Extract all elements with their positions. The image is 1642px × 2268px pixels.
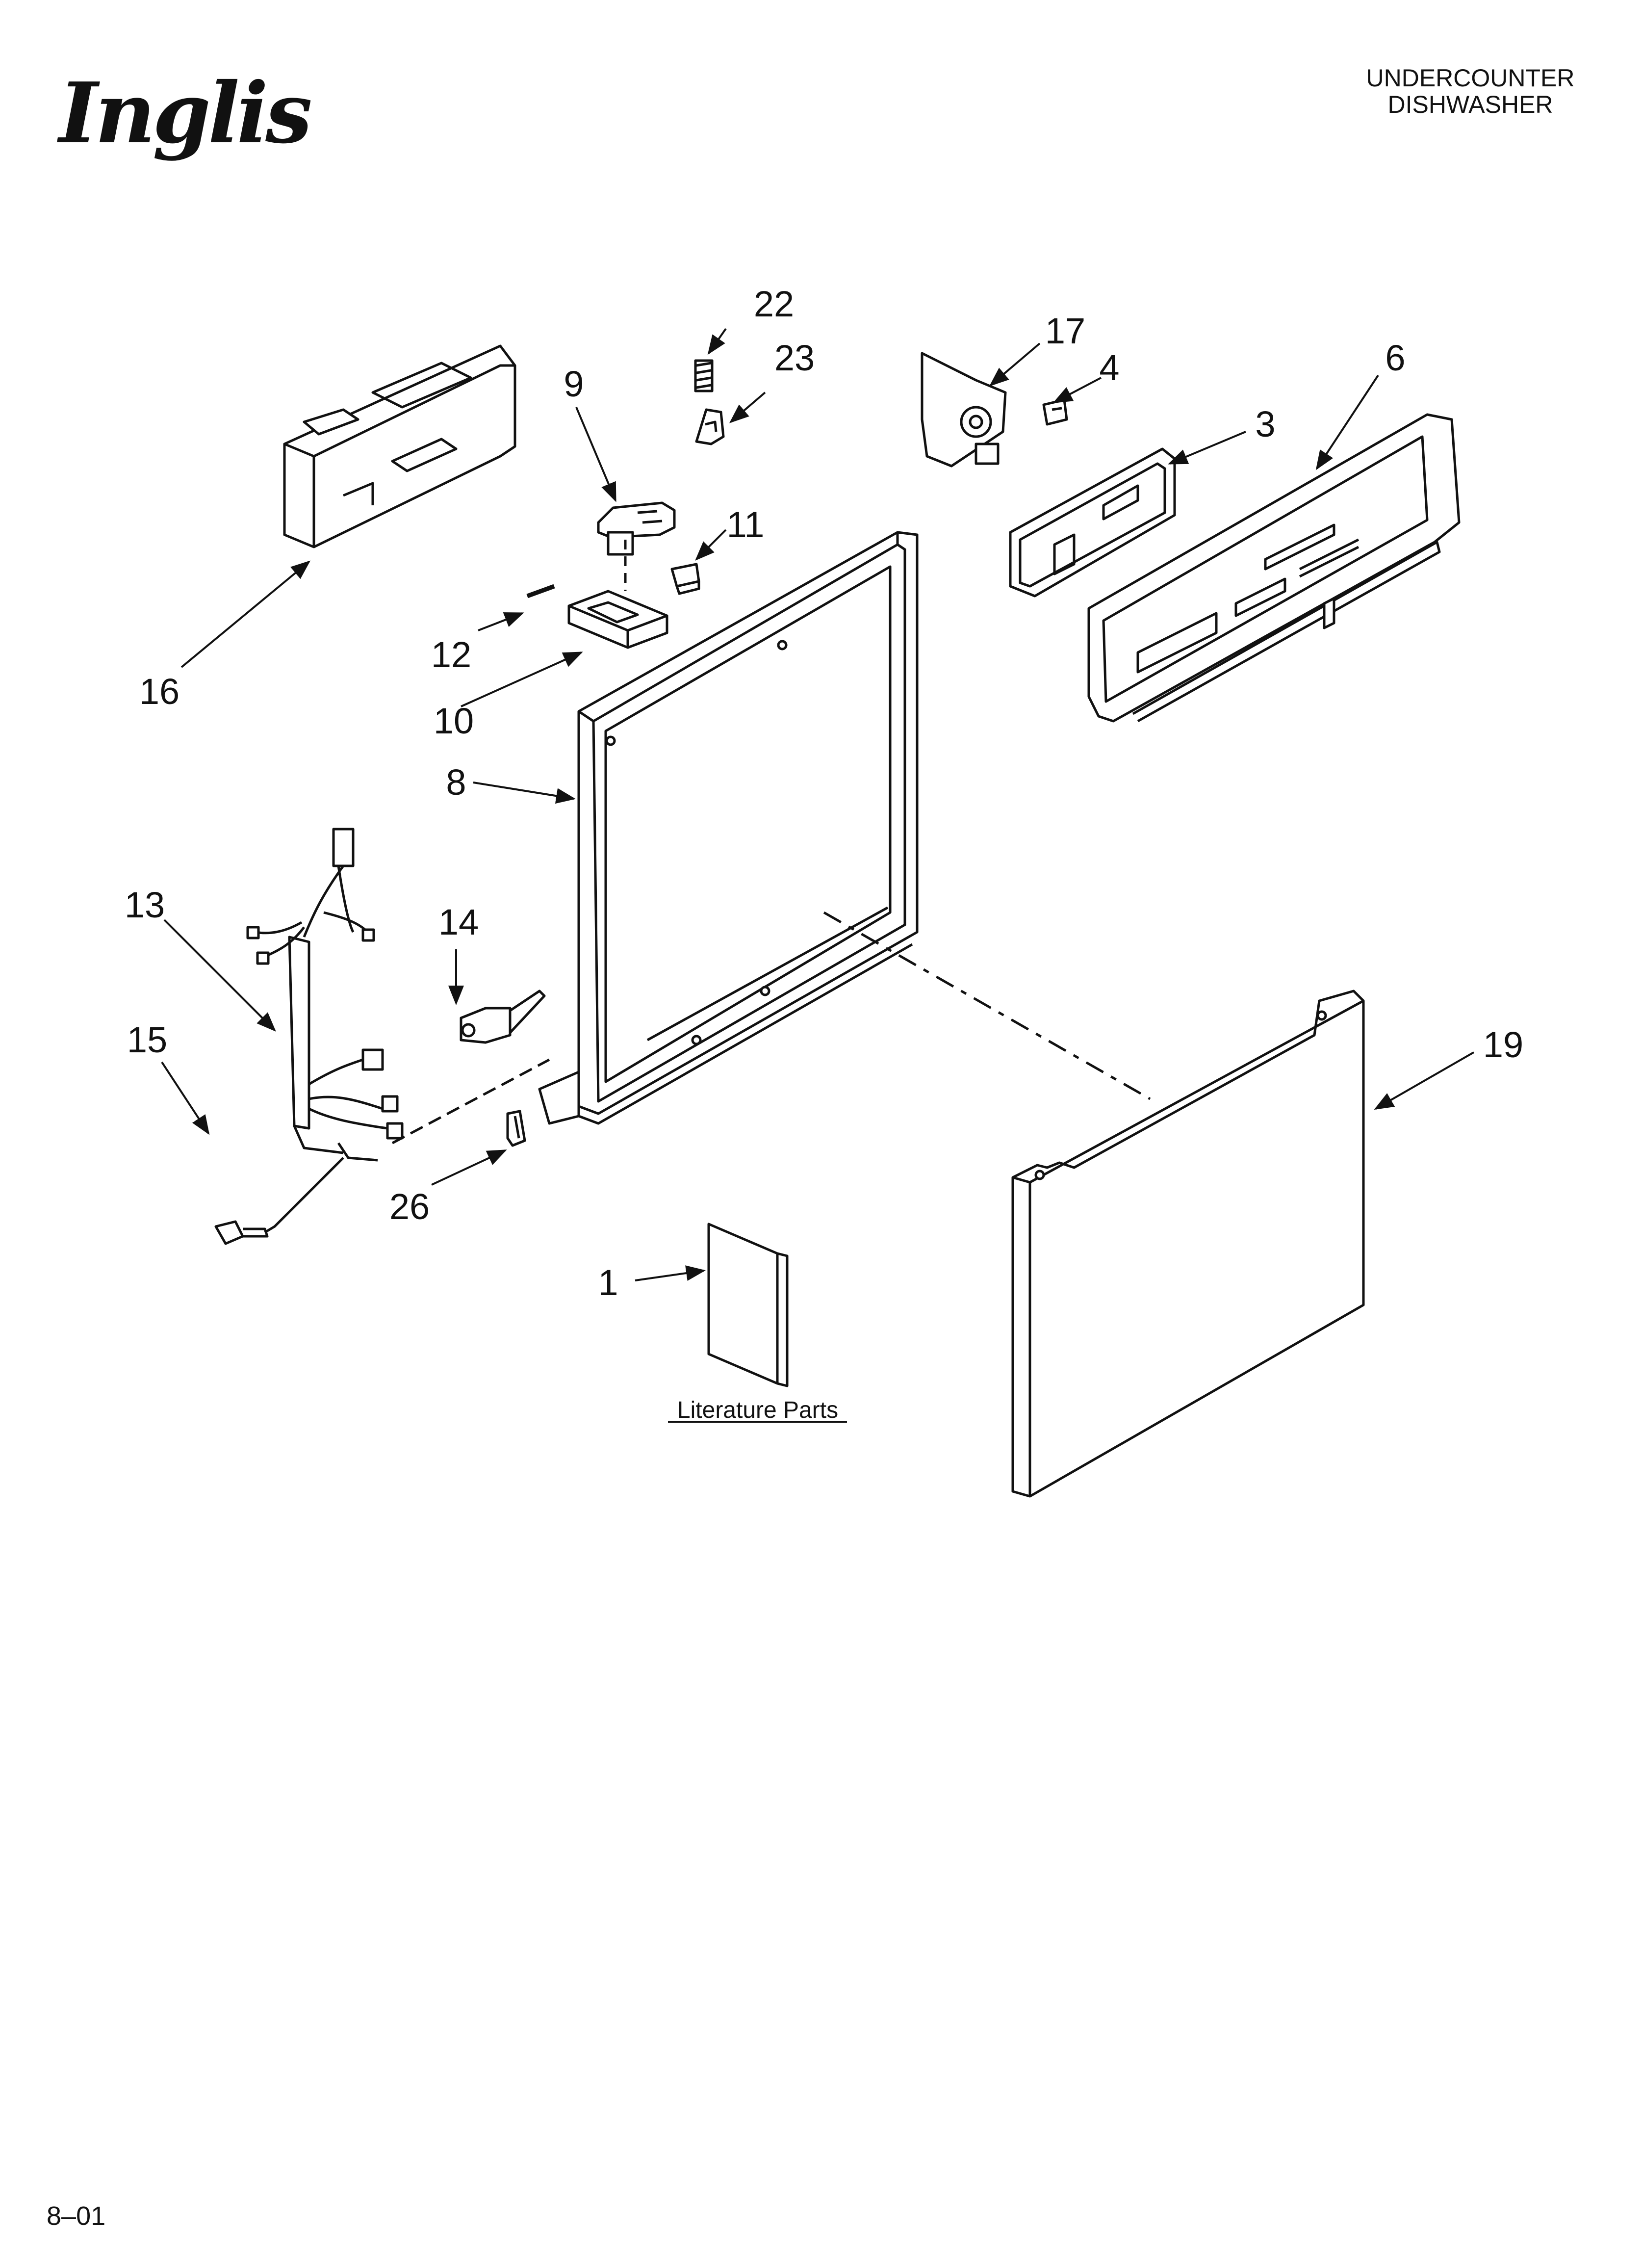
callout-11: 11 [727,504,765,545]
part-14-sensor [460,990,546,1044]
literature-label: Literature Parts [677,1397,838,1423]
callout-1: 1 [598,1262,618,1303]
part-10-housing [567,540,668,649]
part-3-control-module [1009,447,1176,598]
callout-4: 4 [1099,347,1119,388]
part-17-selector [921,352,1007,468]
callout-13: 13 [125,885,165,925]
part-13-wiring-harness [246,828,550,1162]
callout-6: 6 [1385,338,1405,378]
part-12-pin [526,584,555,599]
callout-26: 26 [389,1186,430,1227]
callout-10: 10 [434,701,474,741]
callout-23: 23 [774,338,815,378]
doc-title-line-1: UNDERCOUNTER [1366,64,1575,92]
part-15-screw [214,1157,344,1245]
part-4-clip [1042,398,1068,426]
part-9-latch [597,501,676,556]
part-23-clip [695,408,725,445]
part-6-console [1087,413,1461,723]
callout-8: 8 [446,762,466,803]
callout-15: 15 [127,1019,167,1060]
part-22-spring [694,359,714,392]
callout-17: 17 [1045,311,1085,351]
part-1-literature [707,1223,789,1387]
callout-9: 9 [564,364,584,404]
part-19-door-panel [823,911,1365,1498]
footer-code: 8–01 [47,2201,105,2231]
callout-12: 12 [431,634,471,675]
part-8-door-frame [538,531,919,1125]
leader-lines [161,328,1474,1281]
callout-14: 14 [438,902,479,942]
callout-22: 22 [754,284,794,324]
callout-16: 16 [139,671,180,712]
callout-19: 19 [1483,1024,1523,1065]
doc-title-line-2: DISHWASHER [1387,91,1553,118]
brand-logo: Inglis [57,64,311,162]
part-11-switch [670,563,700,595]
part-16-cover [283,344,516,548]
callout-3: 3 [1255,404,1275,444]
callout-numbers: 22 23 9 11 12 10 16 17 4 6 3 8 13 14 15 … [125,284,1523,1303]
part-26-clip [506,1110,526,1147]
